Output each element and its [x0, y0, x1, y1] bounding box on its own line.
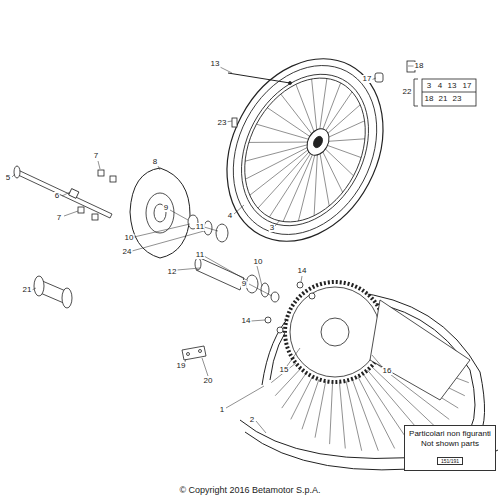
callout-number: 4	[227, 212, 233, 220]
callout-number: 9	[241, 280, 247, 288]
callout-number: 11	[195, 251, 205, 259]
sprocket-wheel	[240, 282, 498, 470]
callout-number: 11	[195, 223, 205, 231]
callout-number: 5	[5, 174, 11, 182]
brake-disc	[130, 168, 190, 258]
callout-number: 7	[93, 152, 99, 160]
callout-number: 10	[253, 258, 264, 266]
callout-number: 20	[203, 377, 214, 385]
callout-number: 13	[447, 82, 458, 90]
callout-number: 22	[402, 88, 413, 96]
callout-number: 12	[167, 268, 178, 276]
callout-number: 4	[437, 82, 443, 90]
callout-number: 10	[124, 234, 135, 242]
callout-number: 13	[210, 60, 221, 68]
note-text: Particolari non figuranti Not shown part…	[409, 429, 491, 449]
axle	[14, 166, 112, 218]
callout-number: 7	[56, 214, 62, 222]
callout-number: 2	[249, 416, 255, 424]
callout-number: 14	[297, 267, 308, 275]
callout-number: 23	[217, 119, 228, 127]
hub	[34, 276, 72, 308]
callout-number: 6	[54, 192, 60, 200]
rear-wheel	[196, 31, 413, 268]
callout-number: 9	[163, 204, 169, 212]
note-box: Particolari non figuranti Not shown part…	[404, 425, 496, 471]
callout-number: 21	[438, 95, 449, 103]
callout-number: 16	[382, 367, 393, 375]
callout-number: 15	[279, 366, 290, 374]
callout-number: 17	[362, 75, 373, 83]
copyright-caption: © Copyright 2016 Betamotor S.p.A.	[179, 485, 320, 495]
callout-number: 19	[176, 362, 187, 370]
callout-number: 1	[219, 406, 225, 414]
callout-number: 24	[122, 248, 133, 256]
callout-number: 21	[22, 286, 33, 294]
callout-number: 3	[426, 82, 432, 90]
page-code: 151/191	[437, 457, 463, 465]
callout-number: 8	[152, 158, 158, 166]
callout-number: 23	[452, 95, 463, 103]
callout-number: 17	[462, 82, 473, 90]
callout-number: 18	[424, 95, 435, 103]
callout-number: 3	[269, 224, 275, 232]
callout-number: 14	[241, 317, 252, 325]
callout-number: 18	[414, 62, 425, 70]
